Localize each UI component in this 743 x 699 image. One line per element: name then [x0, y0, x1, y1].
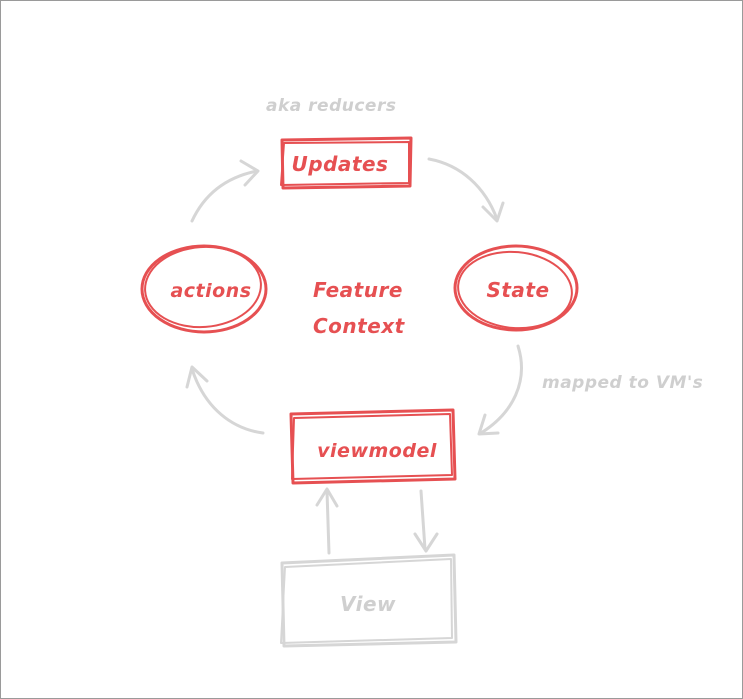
state-annotation: mapped to VM's [542, 373, 703, 393]
context-label: Context [313, 314, 406, 338]
view-node[interactable]: View [280, 553, 458, 648]
view-label: View [340, 592, 396, 616]
viewmodel-node[interactable]: viewmodel [289, 408, 457, 485]
feature-context-label: Feature Context [313, 278, 406, 338]
actions-node[interactable]: actions [140, 243, 268, 334]
state-label: State [486, 278, 549, 302]
arrow-actions-to-updates [190, 159, 260, 223]
state-node[interactable]: State [453, 244, 579, 333]
updates-label: Updates [292, 152, 389, 176]
feature-label: Feature [313, 278, 403, 302]
arrow-viewmodel-to-actions [185, 365, 265, 435]
actions-label: actions [170, 280, 251, 302]
arrow-viewmodel-to-view [413, 489, 439, 553]
arrow-updates-to-state [427, 157, 505, 223]
updates-annotation: aka reducers [266, 96, 396, 116]
arrow-state-to-viewmodel [477, 344, 523, 436]
viewmodel-label: viewmodel [317, 440, 437, 462]
arrow-view-to-viewmodel [315, 487, 339, 555]
updates-node[interactable]: Updates [280, 136, 413, 190]
